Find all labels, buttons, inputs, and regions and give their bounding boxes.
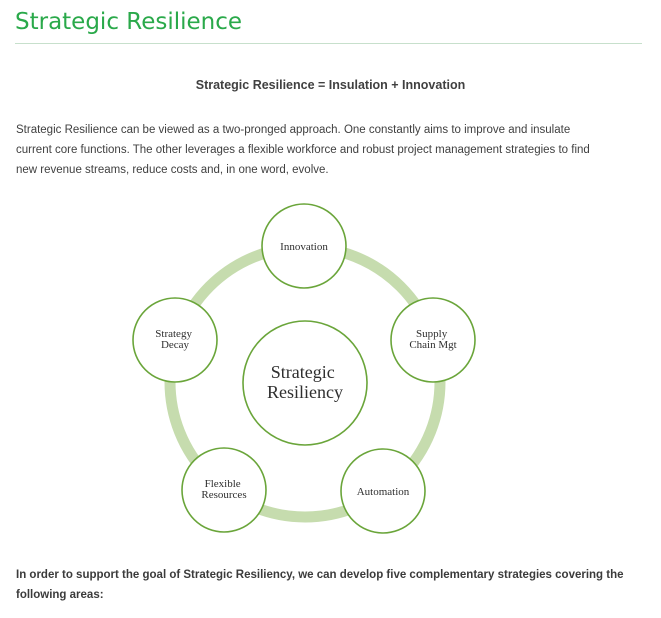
equation-subheading: Strategic Resilience = Insulation + Inno… (195, 78, 466, 92)
center-label-line: Resiliency (267, 382, 343, 402)
node-label: Flexible (205, 478, 241, 490)
node-label: Automation (357, 486, 410, 498)
intro-line: new revenue streams, reduce costs and, i… (16, 164, 329, 176)
intro-line: Strategic Resilience can be viewed as a … (16, 124, 571, 136)
svg-text:Supply Chain Mgt: Supply Chain Mgt (409, 328, 456, 351)
node-label: Strategy (155, 328, 192, 340)
node-automation: Automation (340, 448, 426, 534)
node-label: Resources (201, 489, 246, 501)
node-supply-chain-mgt: Supply Chain Mgt (390, 297, 476, 383)
node-flexible-resources: Flexible Resources (181, 447, 267, 533)
svg-text:Automation: Automation (357, 486, 410, 498)
node-strategy-decay: Strategy Decay (132, 297, 218, 383)
outro-paragraph: In order to support the goal of Strategi… (16, 565, 646, 605)
center-label-line: Strategic (271, 362, 335, 382)
resiliency-cycle-diagram: Strategic Resiliency Innovation Supply C… (132, 203, 476, 534)
svg-text:Flexible Resources: Flexible Resources (201, 478, 246, 501)
node-label: Decay (161, 339, 190, 351)
svg-text:Strategy Decay: Strategy Decay (155, 328, 194, 351)
outro-line: following areas: (16, 589, 104, 601)
svg-text:Innovation: Innovation (280, 241, 328, 253)
node-label: Chain Mgt (409, 339, 456, 351)
intro-line: current core functions. The other levera… (16, 144, 590, 156)
title-underline (15, 43, 642, 44)
outro-line: In order to support the goal of Strategi… (16, 569, 624, 581)
svg-text:Strategic Resiliency: Strategic Resiliency (267, 362, 343, 402)
intro-paragraph: Strategic Resilience can be viewed as a … (16, 120, 646, 180)
node-innovation: Innovation (261, 203, 347, 289)
center-node: Strategic Resiliency (242, 320, 368, 446)
node-label: Supply (416, 328, 448, 340)
page-title: Strategic Resilience (15, 9, 243, 35)
node-label: Innovation (280, 241, 328, 253)
